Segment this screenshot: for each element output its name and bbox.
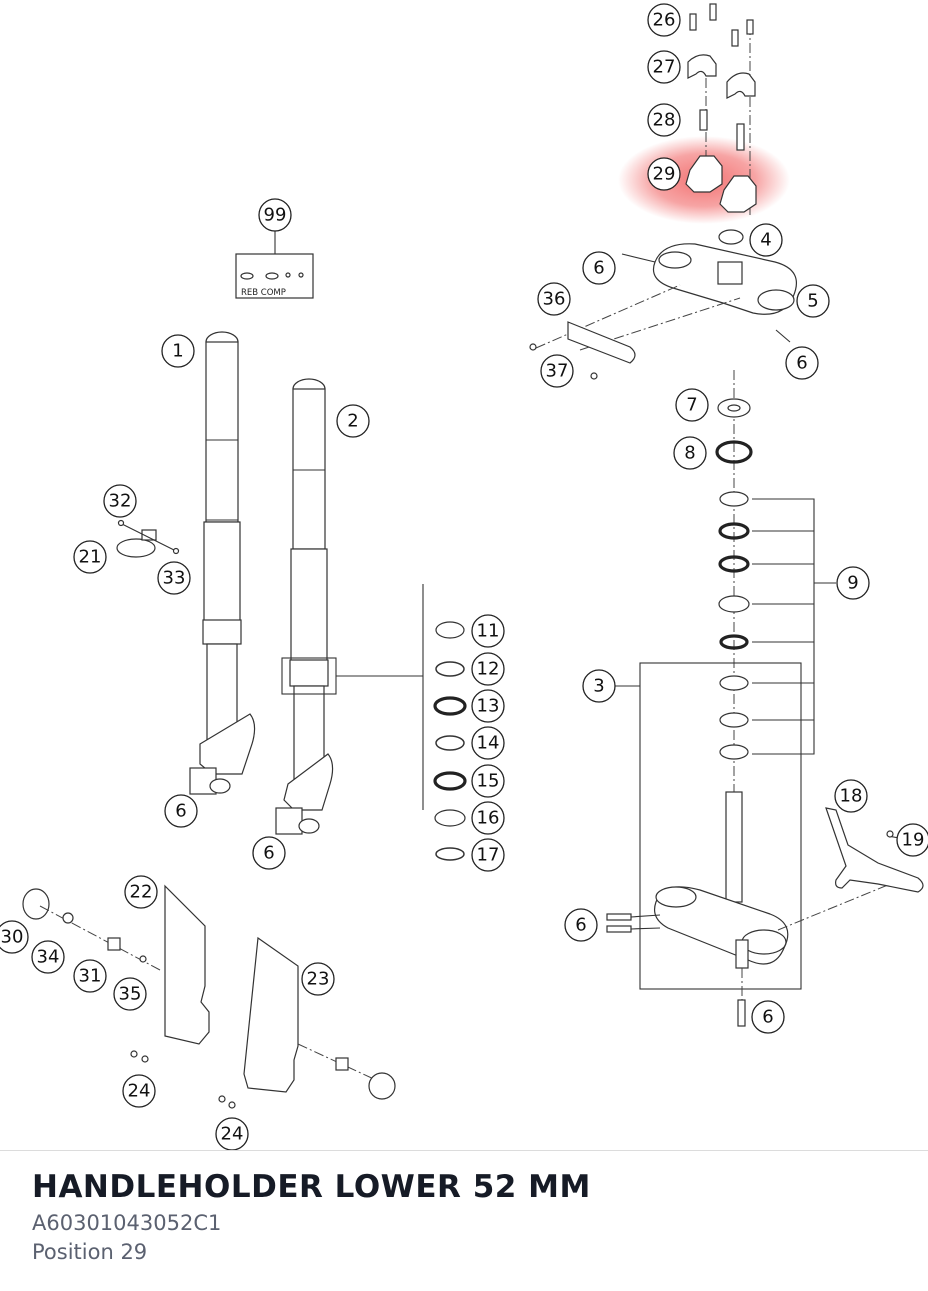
svg-text:24: 24 xyxy=(128,1081,151,1102)
callout-34[interactable]: 34 xyxy=(31,940,65,974)
fork-guards xyxy=(22,884,396,1109)
svg-text:28: 28 xyxy=(653,110,676,131)
callout-28[interactable]: 28 xyxy=(647,103,681,137)
svg-text:26: 26 xyxy=(653,10,676,31)
svg-text:8: 8 xyxy=(684,443,695,464)
callout-2[interactable]: 2 xyxy=(336,404,370,438)
svg-text:6: 6 xyxy=(593,258,604,279)
part-number: A60301043052C1 xyxy=(32,1211,222,1235)
callout-24-left[interactable]: 24 xyxy=(122,1074,156,1108)
svg-text:16: 16 xyxy=(477,808,500,829)
lower-triple-clamp xyxy=(606,791,901,1027)
svg-text:1: 1 xyxy=(172,341,183,362)
svg-text:32: 32 xyxy=(109,491,132,512)
callout-17[interactable]: 17 xyxy=(471,838,505,872)
fork-leg-right xyxy=(275,378,424,835)
svg-text:15: 15 xyxy=(477,771,500,792)
callouts: 26 27 28 29 4 6 5 36 37 6 99 1 2 32 21 3… xyxy=(0,3,928,1150)
svg-text:31: 31 xyxy=(79,966,102,987)
callout-5[interactable]: 5 xyxy=(796,284,830,318)
svg-text:36: 36 xyxy=(543,289,566,310)
svg-text:2: 2 xyxy=(347,411,358,432)
callout-4[interactable]: 4 xyxy=(749,223,783,257)
callout-27[interactable]: 27 xyxy=(647,50,681,84)
svg-text:24: 24 xyxy=(221,1124,244,1145)
callout-22[interactable]: 22 xyxy=(124,875,158,909)
svg-text:99: 99 xyxy=(264,205,287,226)
svg-text:35: 35 xyxy=(119,984,142,1005)
fork-leg-left xyxy=(189,331,256,795)
callout-7[interactable]: 7 xyxy=(675,388,709,422)
callout-36[interactable]: 36 xyxy=(537,282,571,316)
svg-text:6: 6 xyxy=(175,801,186,822)
part-info-panel: HANDLEHOLDER LOWER 52 MM A60301043052C1 … xyxy=(0,1150,928,1291)
callout-1[interactable]: 1 xyxy=(161,334,195,368)
svg-text:6: 6 xyxy=(796,353,807,374)
reb-comp-label: REB COMP xyxy=(241,288,286,298)
svg-text:22: 22 xyxy=(130,882,153,903)
callout-19[interactable]: 19 xyxy=(896,823,928,857)
callout-18[interactable]: 18 xyxy=(834,779,868,813)
callout-37[interactable]: 37 xyxy=(540,354,574,388)
clamp-ring xyxy=(116,519,180,558)
callout-31[interactable]: 31 xyxy=(73,959,107,993)
svg-text:5: 5 xyxy=(807,291,818,312)
svg-text:18: 18 xyxy=(840,786,863,807)
callout-15[interactable]: 15 xyxy=(471,764,505,798)
part-position: Position 29 xyxy=(32,1240,148,1264)
svg-text:14: 14 xyxy=(477,733,500,754)
callout-11[interactable]: 11 xyxy=(471,614,505,648)
callout-16[interactable]: 16 xyxy=(471,801,505,835)
handlebar-clamp-group xyxy=(685,3,757,215)
svg-text:11: 11 xyxy=(477,621,500,642)
callout-6-fork-left[interactable]: 6 xyxy=(164,794,198,828)
svg-text:37: 37 xyxy=(546,361,569,382)
svg-text:7: 7 xyxy=(686,395,697,416)
svg-text:9: 9 xyxy=(847,573,858,594)
callout-6-lower-clamp[interactable]: 6 xyxy=(564,908,598,942)
seal-stack xyxy=(433,621,467,861)
svg-text:23: 23 xyxy=(307,969,330,990)
callout-6-fork-right[interactable]: 6 xyxy=(252,836,286,870)
callout-14[interactable]: 14 xyxy=(471,726,505,760)
svg-text:34: 34 xyxy=(37,947,60,968)
callout-99[interactable]: 99 xyxy=(258,198,292,232)
svg-text:33: 33 xyxy=(163,568,186,589)
svg-text:19: 19 xyxy=(902,830,925,851)
svg-text:17: 17 xyxy=(477,845,500,866)
svg-text:3: 3 xyxy=(593,676,604,697)
svg-text:4: 4 xyxy=(760,230,771,251)
callout-6-stem-bolt[interactable]: 6 xyxy=(751,1000,785,1034)
callout-35[interactable]: 35 xyxy=(113,977,147,1011)
callout-12[interactable]: 12 xyxy=(471,652,505,686)
svg-text:21: 21 xyxy=(79,547,102,568)
callout-8[interactable]: 8 xyxy=(673,436,707,470)
svg-text:27: 27 xyxy=(653,57,676,78)
svg-text:6: 6 xyxy=(575,915,586,936)
svg-text:6: 6 xyxy=(762,1007,773,1028)
callout-29-highlighted[interactable]: 29 xyxy=(647,157,681,191)
svg-text:6: 6 xyxy=(263,843,274,864)
callout-6-upper-left[interactable]: 6 xyxy=(582,251,616,285)
callout-26[interactable]: 26 xyxy=(647,3,681,37)
steering-bearings xyxy=(614,370,836,990)
callout-21[interactable]: 21 xyxy=(73,540,107,574)
callout-6-upper-right[interactable]: 6 xyxy=(785,346,819,380)
svg-text:13: 13 xyxy=(477,696,500,717)
callout-32[interactable]: 32 xyxy=(103,484,137,518)
svg-text:29: 29 xyxy=(653,164,676,185)
callout-3[interactable]: 3 xyxy=(582,669,616,703)
parts-diagram: REB COMP xyxy=(0,3,928,1150)
callout-24-right[interactable]: 24 xyxy=(215,1117,249,1150)
svg-text:30: 30 xyxy=(1,927,24,948)
svg-text:12: 12 xyxy=(477,659,500,680)
upper-triple-clamp xyxy=(529,229,797,380)
callout-13[interactable]: 13 xyxy=(471,689,505,723)
tool-99: REB COMP xyxy=(235,230,314,299)
callout-33[interactable]: 33 xyxy=(157,561,191,595)
callout-23[interactable]: 23 xyxy=(301,962,335,996)
part-title: HANDLEHOLDER LOWER 52 MM xyxy=(32,1169,591,1205)
callout-9[interactable]: 9 xyxy=(836,566,870,600)
callout-30[interactable]: 30 xyxy=(0,920,29,954)
